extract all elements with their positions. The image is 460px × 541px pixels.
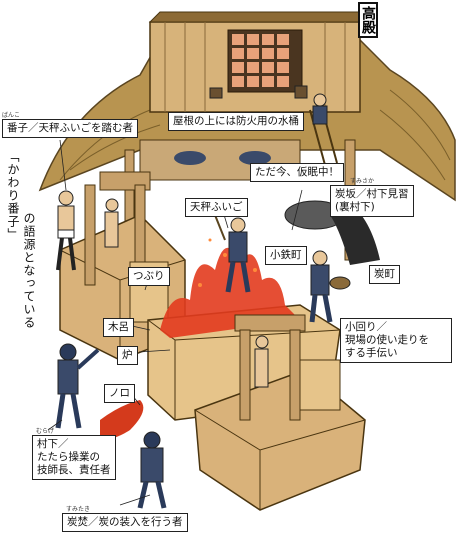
label-murage: むらげ 村下／ たたら操業の 技師長、責任者: [32, 428, 116, 480]
ruby-murage: むらげ: [36, 428, 55, 435]
label-gogen: の語源となっている: [22, 212, 36, 329]
worker-banko-left: [56, 190, 76, 271]
label-banko: ばんこ 番子／天秤ふいごを踏む者: [2, 112, 138, 138]
label-kotetsu-machi: 小鉄町: [265, 246, 307, 265]
label-sumitaki: すみたき 炭焚／炭の装入を行う者: [62, 506, 188, 532]
worker-on-bellows-left: [104, 198, 119, 248]
label-sumitaki-text: 炭焚／炭の装入を行う者: [62, 513, 188, 532]
worker-sumitaki: [137, 431, 167, 509]
label-kawari-banko: 「かわり番子」: [6, 150, 20, 241]
label-sumisaka: すみさか 炭坂／村下見習 (裏村下): [330, 178, 414, 217]
worker-on-bellows-right: [254, 335, 269, 388]
label-sumisaka-box: 炭坂／村下見習 (裏村下): [330, 185, 414, 217]
label-banko-text: 番子／天秤ふいごを踏む者: [2, 119, 138, 138]
right-bellows: [194, 314, 366, 511]
label-kamin: ただ今、仮眠中！: [250, 163, 344, 182]
worker-sumisaka: [309, 250, 351, 323]
label-murage-line3: 技師長、責任者: [37, 464, 111, 476]
worker-murage: [55, 343, 100, 429]
label-kiro: 木呂: [103, 318, 134, 337]
ruby-banko: ばんこ: [2, 112, 21, 119]
upper-hall: [148, 11, 372, 166]
worker-tenbin: [214, 214, 251, 293]
label-murage-box: 村下／ たたら操業の 技師長、責任者: [32, 435, 116, 480]
sleeping-loft: [139, 139, 301, 181]
label-komawari: 小回り／ 現場の使い走りを する手伝い: [340, 318, 452, 363]
label-komawari-line3: する手伝い: [345, 347, 398, 359]
label-sumisaka-line1: 炭坂／村下見習: [335, 188, 409, 200]
label-komawari-line1: 小回り／: [345, 321, 387, 333]
label-ro: 炉: [117, 346, 138, 365]
label-murage-line2: たたら操業の: [37, 451, 100, 463]
label-tenbin-fuigo: 天秤ふいご: [185, 198, 248, 217]
title-takadono: 高殿: [358, 2, 378, 38]
label-sumimachi: 炭町: [369, 265, 400, 284]
label-roof-bucket: 屋根の上には防火用の水桶: [168, 112, 304, 131]
ruby-sumitaki: すみたき: [66, 506, 91, 513]
label-komawari-line2: 現場の使い走りを: [345, 334, 429, 346]
label-noro: ノロ: [104, 384, 135, 403]
label-sumisaka-line2: (裏村下): [335, 201, 375, 213]
label-murage-line1: 村下／: [37, 438, 69, 450]
label-tsuburi: つぶり: [128, 267, 170, 286]
ruby-sumisaka: すみさか: [350, 178, 375, 185]
